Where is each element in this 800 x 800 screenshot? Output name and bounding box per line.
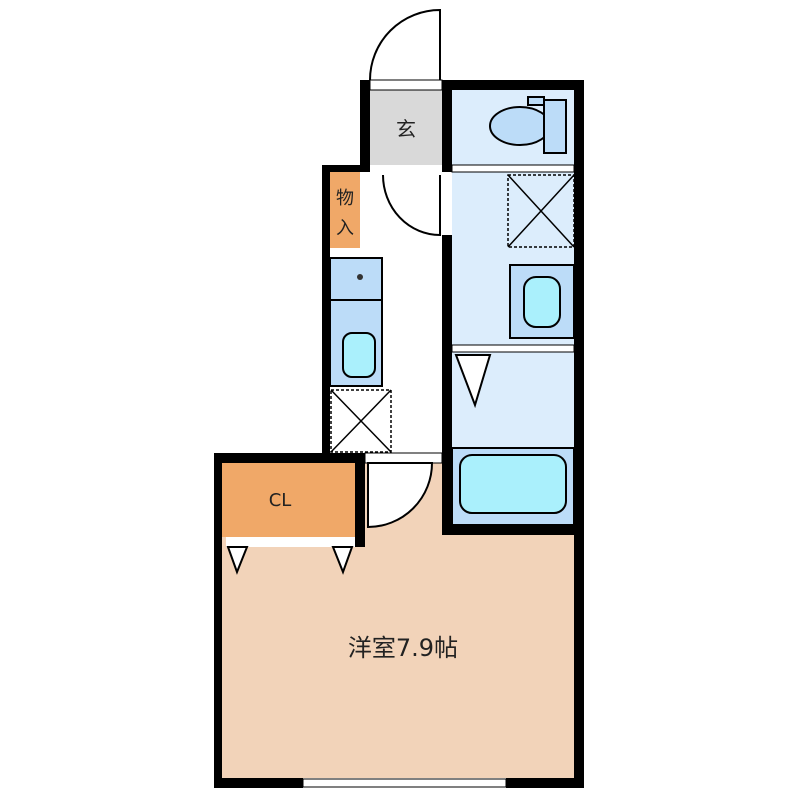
room-door-swing: [367, 462, 434, 529]
walls: [214, 80, 584, 788]
bath-door-icon: [454, 354, 492, 409]
entrance-threshold: [369, 79, 443, 91]
closet-door-right-icon: [331, 546, 354, 575]
toilet-icon: [489, 96, 567, 154]
storage-label-2: 入: [336, 218, 354, 239]
closet: [222, 463, 355, 537]
partition-toilet: [451, 164, 575, 173]
fridge-space-icon: [330, 389, 392, 453]
stove: [329, 257, 383, 301]
entrance-door-swing: [369, 8, 441, 81]
burner-icon: [357, 274, 363, 280]
hallway-door-swing: [382, 174, 441, 237]
western-room-label: 洋室7.9帖: [348, 634, 458, 662]
storage-label-1: 物: [336, 188, 354, 209]
washbasin-icon: [523, 276, 561, 328]
bathtub-icon: [459, 454, 567, 514]
entrance-floor: [370, 90, 442, 165]
closet-door-left-icon: [226, 546, 249, 575]
kitchen-sink-icon: [342, 332, 376, 378]
closet-door-track: [226, 537, 355, 547]
window: [302, 778, 507, 788]
washing-machine-space-icon: [507, 174, 575, 248]
room-door-threshold: [364, 452, 443, 464]
entrance-label: 玄: [396, 117, 416, 141]
partition-bath: [451, 344, 575, 353]
closet-label: CL: [269, 490, 292, 511]
storage: [330, 172, 360, 248]
